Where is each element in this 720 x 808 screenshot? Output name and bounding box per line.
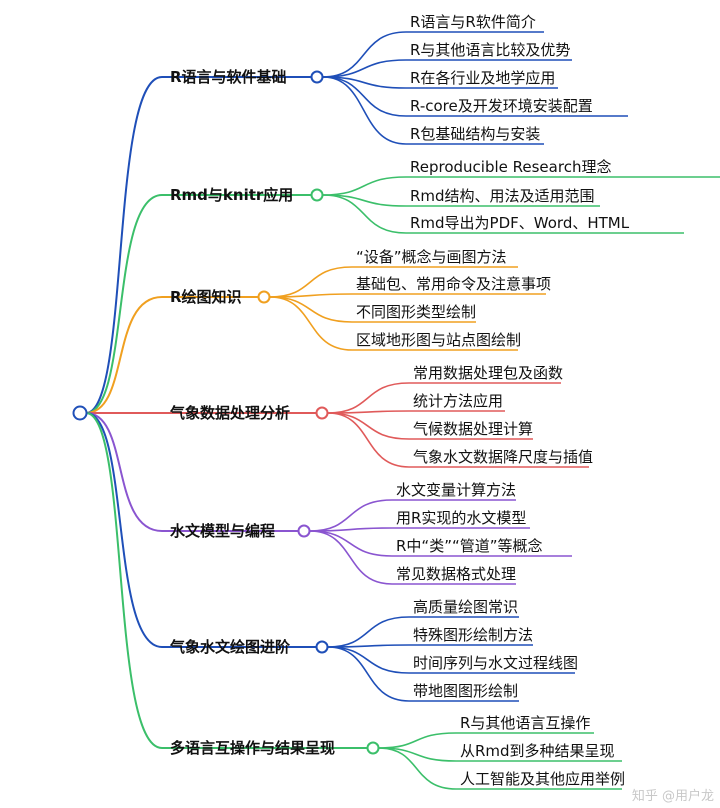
- leaf-label[interactable]: R在各行业及地学应用: [410, 69, 556, 87]
- leaf-connector: [269, 266, 518, 298]
- branch-connector: [85, 412, 316, 648]
- branch-connector: [85, 412, 298, 532]
- leaf-label[interactable]: 从Rmd到多种结果呈现: [460, 742, 615, 760]
- leaf-label[interactable]: 区域地形图与站点图绘制: [356, 331, 522, 349]
- branch-label[interactable]: 水文模型与编程: [170, 522, 276, 540]
- leaf-connector: [322, 194, 684, 234]
- branch-connector: [85, 412, 367, 749]
- leaf-label[interactable]: 特殊图形绘制方法: [413, 626, 534, 644]
- leaf-label[interactable]: 常用数据处理包及函数: [413, 364, 564, 382]
- leaf-connector: [378, 747, 622, 790]
- leaf-label[interactable]: 人工智能及其他应用举例: [460, 770, 626, 788]
- leaf-label[interactable]: Rmd结构、用法及适用范围: [410, 187, 595, 205]
- leaf-label[interactable]: R语言与R软件简介: [410, 13, 536, 31]
- branch-label[interactable]: 气象水文绘图进阶: [170, 638, 291, 656]
- leaf-connector: [309, 499, 516, 532]
- leaf-connector: [322, 76, 628, 117]
- leaf-connector: [327, 410, 505, 414]
- leaf-connector: [322, 76, 558, 89]
- leaf-connector: [327, 646, 575, 674]
- leaf-connector: [309, 530, 572, 557]
- leaf-label[interactable]: R中“类”“管道”等概念: [396, 537, 543, 555]
- leaf-connector: [327, 382, 561, 414]
- leaf-connector: [327, 412, 589, 468]
- branch-node[interactable]: [297, 524, 311, 538]
- leaf-label[interactable]: 气象水文数据降尺度与插值: [413, 448, 594, 466]
- leaf-connector: [378, 732, 594, 749]
- leaf-label[interactable]: Rmd导出为PDF、Word、HTML: [410, 214, 630, 232]
- branch-node[interactable]: [310, 188, 324, 202]
- branch-node[interactable]: [315, 406, 329, 420]
- branch-node[interactable]: [257, 290, 271, 304]
- leaf-connector: [322, 76, 544, 145]
- leaf-label[interactable]: 不同图形类型绘制: [356, 303, 477, 321]
- branch-label[interactable]: R语言与软件基础: [170, 68, 287, 86]
- leaf-connector: [322, 59, 572, 78]
- leaf-connector: [269, 296, 476, 323]
- branch-node[interactable]: [315, 640, 329, 654]
- leaf-connector: [322, 31, 544, 78]
- leaf-label[interactable]: 统计方法应用: [413, 392, 504, 410]
- leaf-label[interactable]: 基础包、常用命令及注意事项: [356, 275, 552, 293]
- watermark: 知乎 @用户龙: [631, 789, 714, 804]
- leaf-connector: [378, 747, 622, 762]
- branch-connector: [85, 194, 311, 414]
- leaf-connector: [327, 616, 519, 648]
- branch-connector: [85, 76, 311, 414]
- leaf-label[interactable]: 用R实现的水文模型: [396, 509, 527, 527]
- leaf-label[interactable]: “设备”概念与画图方法: [356, 248, 507, 266]
- leaf-connector: [269, 296, 518, 351]
- branch-label[interactable]: R绘图知识: [170, 288, 242, 306]
- leaf-label[interactable]: Reproducible Research理念: [410, 158, 612, 176]
- leaf-connector: [327, 646, 519, 702]
- leaf-label[interactable]: R与其他语言互操作: [460, 714, 591, 732]
- leaf-connector: [269, 293, 546, 298]
- leaf-label[interactable]: 常见数据格式处理: [396, 565, 517, 583]
- leaf-label[interactable]: R包基础结构与安装: [410, 125, 541, 143]
- branch-label[interactable]: 多语言互操作与结果呈现: [170, 739, 336, 757]
- leaf-connector: [322, 176, 720, 196]
- leaf-connector: [327, 644, 533, 648]
- leaf-label[interactable]: R与其他语言比较及优势: [410, 41, 571, 59]
- root-node[interactable]: [72, 405, 88, 421]
- leaf-connector: [327, 412, 533, 440]
- branch-label[interactable]: 气象数据处理分析: [170, 404, 291, 422]
- leaf-label[interactable]: 水文变量计算方法: [396, 481, 517, 499]
- branch-node[interactable]: [310, 70, 324, 84]
- branch-connector: [85, 296, 258, 414]
- leaf-label[interactable]: 气候数据处理计算: [413, 420, 534, 438]
- branch-label[interactable]: Rmd与knitr应用: [170, 186, 294, 204]
- leaf-label[interactable]: R-core及开发环境安装配置: [410, 97, 593, 115]
- leaf-label[interactable]: 带地图图形绘制: [413, 682, 519, 700]
- branch-node[interactable]: [366, 741, 380, 755]
- leaf-connector: [309, 527, 530, 532]
- leaf-connector: [322, 194, 600, 207]
- leaf-label[interactable]: 高质量绘图常识: [413, 598, 519, 616]
- leaf-connector: [309, 530, 516, 585]
- leaf-label[interactable]: 时间序列与水文过程线图: [413, 654, 579, 672]
